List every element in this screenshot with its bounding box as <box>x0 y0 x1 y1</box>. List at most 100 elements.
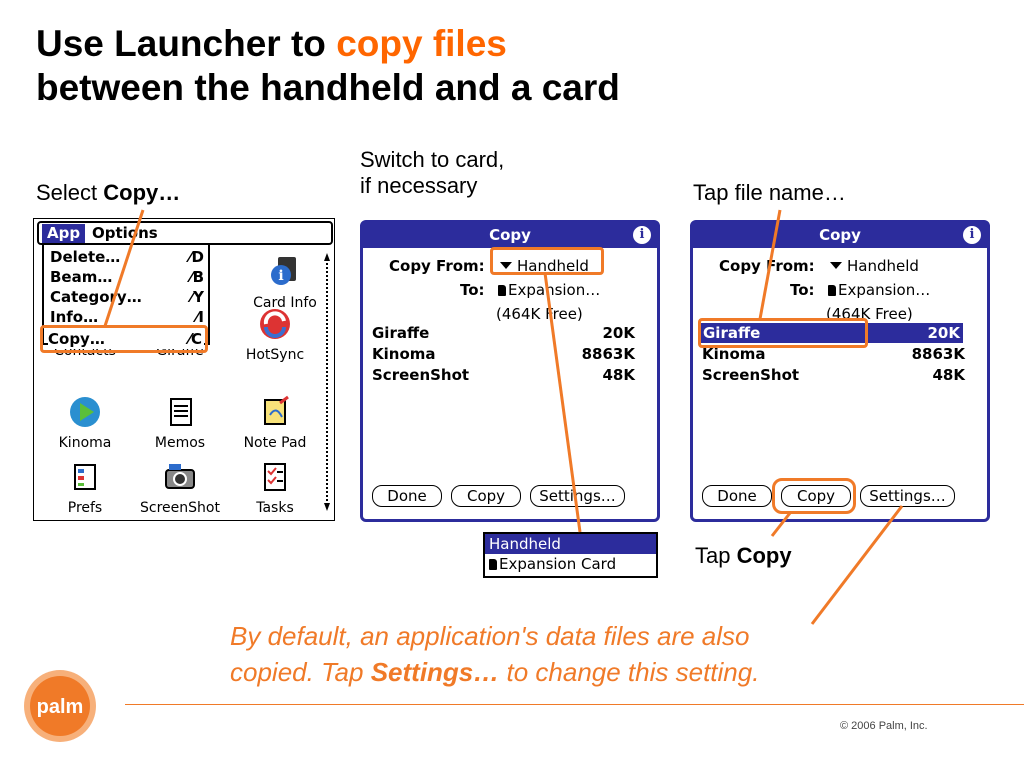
to-value-text: Expansion… <box>838 281 931 299</box>
title-line2: between the handheld and a card <box>36 67 620 108</box>
app-kinoma[interactable]: Kinoma <box>40 395 130 451</box>
settings-button[interactable]: Settings… <box>530 485 625 507</box>
slide-title: Use Launcher to copy files between the h… <box>36 22 620 110</box>
menu-item-label: Info… <box>50 308 99 326</box>
app-label: Tasks <box>256 500 294 516</box>
card-icon <box>498 285 506 296</box>
note-text: By default, an application's data files … <box>230 618 950 690</box>
highlight-copy-from <box>490 247 604 275</box>
shortcut-letter: C <box>190 330 202 348</box>
menu-item-info[interactable]: Info…⁄I <box>50 307 206 327</box>
note-part3: to change this setting. <box>499 657 760 687</box>
menu-item-beam[interactable]: Beam…⁄B <box>50 267 206 287</box>
card-info-icon: i <box>271 257 296 285</box>
to-value[interactable]: Expansion… <box>498 281 600 299</box>
caption-select-bold: Copy… <box>103 180 181 205</box>
caption-switch-card: Switch to card, if necessary <box>360 147 504 199</box>
copy-button[interactable]: Copy <box>451 485 521 507</box>
scroll-down-icon[interactable] <box>324 503 330 511</box>
app-tasks[interactable]: Tasks <box>230 460 320 516</box>
copy-dialog-switch: Copy i Copy From: Handheld To: Expansion…… <box>360 220 660 522</box>
palm-logo-icon: palm <box>24 670 96 742</box>
app-label: Kinoma <box>58 435 112 451</box>
app-label: Memos <box>154 435 206 451</box>
launcher-scrollbar[interactable] <box>324 253 330 511</box>
highlight-copy-menu-item <box>40 325 208 353</box>
menu-item-copy[interactable]: Copy…⁄C <box>48 329 204 349</box>
app-label: Prefs <box>67 500 103 516</box>
title-accent: copy files <box>336 23 507 64</box>
copy-button[interactable]: Copy <box>781 485 851 507</box>
shortcut-letter: B <box>192 268 204 286</box>
caption-switch-line1: Switch to card, <box>360 147 505 172</box>
app-label: Card Info <box>253 295 317 311</box>
scroll-up-icon[interactable] <box>324 253 330 261</box>
card-icon <box>828 285 836 296</box>
menu-item-shortcut: ⁄Y <box>190 288 204 306</box>
menu-item-label: Delete… <box>50 248 121 266</box>
info-icon[interactable]: i <box>633 226 651 244</box>
to-label: To: <box>460 281 485 299</box>
app-label: Note Pad <box>243 435 307 451</box>
caption-tap-copy-prefix: Tap <box>695 543 737 568</box>
shortcut-letter: D <box>191 248 204 266</box>
svg-text:i: i <box>278 268 283 284</box>
menu-item-shortcut: ⁄B <box>190 268 204 286</box>
callout-line-file <box>758 209 782 320</box>
app-hotsync[interactable]: HotSync <box>230 307 320 363</box>
settings-button[interactable]: Settings… <box>860 485 955 507</box>
copy-from-label: Copy From: <box>389 257 485 275</box>
menu-app[interactable]: App <box>42 224 86 243</box>
kinoma-icon <box>70 397 100 427</box>
caption-tap-file: Tap file name… <box>693 180 846 205</box>
file-size: 8863K <box>581 345 635 363</box>
info-icon[interactable]: i <box>963 226 981 244</box>
callout-line-copy <box>770 512 792 537</box>
logo-text: palm <box>37 696 84 718</box>
dropdown-arrow-icon <box>500 262 512 269</box>
copy-from-trigger[interactable]: Handheld <box>830 257 919 275</box>
app-memos[interactable]: Memos <box>135 395 225 451</box>
app-card-info[interactable]: i Card Info <box>240 255 330 311</box>
note-part2: copied. Tap <box>230 657 371 687</box>
menu-item-label: Category… <box>50 288 142 306</box>
popup-option-handheld[interactable]: Handheld <box>485 534 656 554</box>
copyright: © 2006 Palm, Inc. <box>840 720 928 732</box>
caption-tap-copy-bold: Copy <box>736 543 792 568</box>
prefs-icon <box>74 464 96 490</box>
popup-option-expansion[interactable]: Expansion Card <box>485 554 656 574</box>
menu-item-category[interactable]: Category… ⁄Y <box>50 287 206 307</box>
app-notepad[interactable]: Note Pad <box>230 395 320 451</box>
title-line1: Use Launcher to <box>36 23 337 64</box>
note-line2: copied. Tap Settings… to change this set… <box>230 654 950 690</box>
caption-select-prefix: Select <box>36 180 104 205</box>
done-button[interactable]: Done <box>702 485 772 507</box>
caption-tap-copy: Tap Copy <box>695 543 792 569</box>
tasks-icon <box>264 463 286 491</box>
done-button[interactable]: Done <box>372 485 442 507</box>
menu-item-delete[interactable]: Delete… ⁄D <box>50 247 206 267</box>
copy-from-value: Handheld <box>517 257 589 275</box>
menu-options[interactable]: Options <box>92 224 158 242</box>
menu-item-shortcut: ⁄D <box>189 248 204 266</box>
file-size: 48K <box>932 366 966 384</box>
card-icon <box>489 559 497 570</box>
caption-switch-line2: if necessary <box>360 173 478 198</box>
copy-from-trigger[interactable]: Handheld <box>500 257 589 275</box>
to-value[interactable]: Expansion… <box>828 281 930 299</box>
app-label: HotSync <box>245 347 305 363</box>
scroll-track[interactable] <box>326 263 328 501</box>
footer-rule <box>125 704 1024 705</box>
file-name: ScreenShot <box>372 366 470 384</box>
menu-item-shortcut: ⁄C <box>188 330 202 348</box>
callout-line-select <box>103 209 145 327</box>
app-prefs[interactable]: Prefs <box>40 460 130 516</box>
app-screenshot[interactable]: ScreenShot <box>135 460 225 516</box>
